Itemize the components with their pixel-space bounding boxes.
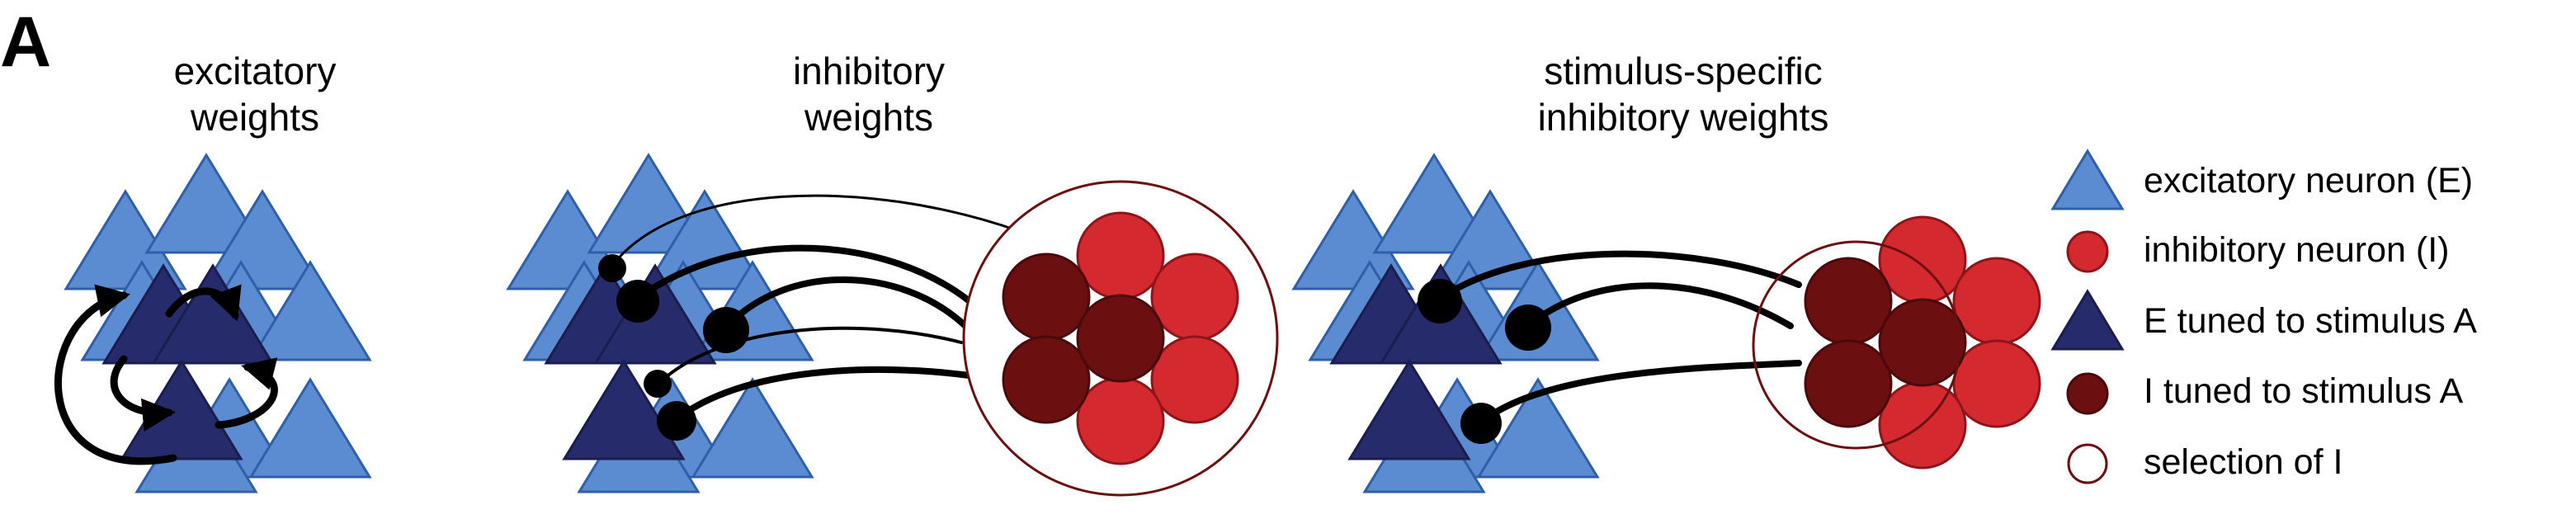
panel-2-synapses	[598, 254, 749, 441]
excitatory-neuron	[201, 189, 324, 290]
synapse-dot	[598, 254, 626, 282]
tuned-excitatory-neuron	[1347, 359, 1471, 460]
panel-1-neurons	[64, 153, 372, 493]
panel-2-neurons	[506, 153, 814, 493]
inhibitory-neuron	[1952, 257, 2041, 346]
connection-line	[1525, 282, 1794, 329]
panel-1-excitatory-arrows	[54, 284, 278, 465]
inhibitory-neuron	[1076, 376, 1165, 465]
connection-line	[1437, 250, 1802, 302]
connection-line	[634, 244, 973, 304]
open-circle-icon	[2067, 443, 2108, 484]
inhibitory-neuron	[1076, 211, 1165, 300]
inhibitory-neuron	[1150, 335, 1239, 424]
panel-3-title-line1: stimulus-specific	[1544, 50, 1822, 92]
tuned-inhibitory-neuron	[1878, 298, 1967, 387]
panel-3-title-line2: inhibitory weights	[1538, 96, 1829, 139]
dark-blue-triangle-icon	[2050, 289, 2125, 351]
light-blue-triangle-icon	[2050, 149, 2125, 210]
inhibitory-neuron	[1150, 253, 1239, 342]
connection-line	[723, 276, 969, 331]
panel-1-excitatory-weights	[54, 153, 372, 493]
panel-2-inhibitory-pool	[962, 180, 1279, 497]
tuned-inhibitory-neuron	[1002, 335, 1091, 424]
synapse-dot	[644, 370, 672, 398]
synapse-dot	[657, 401, 696, 441]
recurrent-arrow-right	[215, 357, 278, 429]
panel-3-synapses	[1418, 279, 1551, 444]
tuned-inhibitory-neuron	[1002, 253, 1091, 342]
synapse-dot	[1418, 279, 1462, 323]
excitatory-neuron	[691, 377, 814, 479]
inhibitory-neuron	[1878, 215, 1967, 304]
legend-label: I tuned to stimulus A	[2144, 371, 2464, 411]
recurrent-arrow-outer	[54, 284, 177, 465]
synapse-dot	[1460, 403, 1502, 444]
excitatory-neuron	[1476, 377, 1600, 479]
legend-label: selection of I	[2144, 442, 2342, 482]
dark-red-circle-icon	[2066, 372, 2109, 415]
legend: excitatory neuron (E) inhibitory neuron …	[2050, 149, 2477, 484]
panel-3-inhibitory-pool	[1752, 215, 2041, 470]
synapse-dot	[616, 280, 659, 323]
legend-label: excitatory neuron (E)	[2144, 161, 2473, 201]
excitatory-neuron	[643, 189, 767, 290]
panel-2-title-line2: weights	[804, 96, 933, 139]
tuned-inhibitory-neuron	[1804, 339, 1893, 428]
tuned-excitatory-neuron	[562, 359, 686, 460]
panel-3-stimulus-specific-weights	[1291, 153, 2041, 493]
panel-2-title-line1: inhibitory	[793, 50, 945, 92]
panel-label: A	[0, 2, 51, 82]
excitatory-neuron	[587, 153, 710, 254]
red-circle-icon	[2066, 230, 2109, 273]
excitatory-neuron	[248, 260, 372, 361]
inhibitory-neuron	[1952, 339, 2041, 428]
panel-2-inhibitory-weights	[506, 153, 1279, 497]
excitatory-neuron	[248, 377, 372, 479]
recurrent-arrow-left	[110, 355, 177, 432]
excitatory-neuron	[144, 153, 268, 254]
connection-line	[673, 366, 973, 423]
tuned-inhibitory-neuron	[1076, 294, 1165, 383]
legend-label: inhibitory neuron (I)	[2144, 230, 2449, 270]
selection-circle	[1752, 240, 1961, 450]
recurrent-arrow-top	[165, 284, 242, 322]
synapse-dot	[703, 307, 749, 353]
connection-line	[611, 194, 1021, 267]
excitatory-neuron	[1372, 153, 1496, 254]
legend-label: E tuned to stimulus A	[2144, 301, 2477, 341]
tuned-inhibitory-neuron	[1804, 257, 1893, 346]
panel-1-title-line1: excitatory	[174, 50, 337, 92]
panel-2-inhibitory-connections	[611, 194, 1021, 423]
panel-3-neurons	[1291, 153, 1600, 493]
connection-line	[658, 326, 963, 384]
panel-1-title-line2: weights	[190, 96, 319, 139]
synapse-dot	[1505, 304, 1551, 351]
